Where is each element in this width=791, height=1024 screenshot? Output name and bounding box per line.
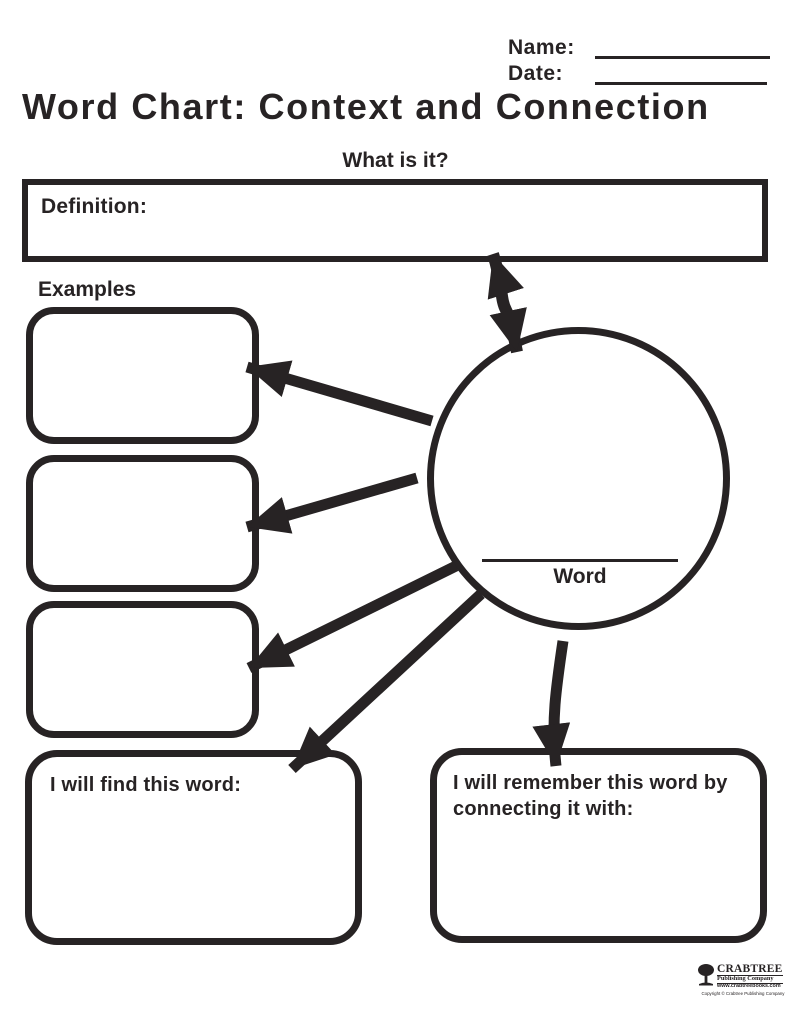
page-title: Word Chart: Context and Connection — [22, 86, 710, 127]
date-fill-line[interactable] — [595, 82, 767, 85]
word-fill-line[interactable] — [482, 559, 678, 562]
definition-box[interactable]: Definition: — [22, 179, 768, 262]
name-fill-line[interactable] — [595, 56, 770, 59]
publisher-name: CRABTREE — [717, 963, 783, 975]
example-box-2[interactable] — [26, 455, 259, 592]
publisher-subtitle: Publishing Company — [717, 975, 783, 983]
tree-icon — [698, 964, 714, 986]
name-label: Name: — [508, 36, 575, 59]
find-box[interactable]: I will find this word: — [25, 750, 362, 945]
arrow-definition-word — [487, 252, 527, 354]
word-label: Word — [553, 565, 607, 588]
remember-box-label: I will remember this word by connecting … — [453, 772, 728, 820]
remember-box[interactable]: I will remember this word by connecting … — [430, 748, 767, 943]
examples-label: Examples — [38, 278, 137, 301]
word-circle[interactable] — [427, 327, 730, 630]
arrow-word-example-3 — [246, 561, 459, 673]
copyright-line: Copyright © Crabtree Publishing Company — [701, 991, 785, 997]
arrow-word-example-1 — [245, 360, 434, 427]
publisher-logo: CRABTREE Publishing Company www.crabtree… — [697, 963, 789, 996]
arrow-word-example-2 — [245, 472, 419, 534]
find-box-label: I will find this word: — [50, 774, 242, 796]
example-box-1[interactable] — [26, 307, 259, 444]
publisher-website: www.crabtreebooks.com — [717, 982, 783, 989]
definition-label: Definition: — [41, 195, 148, 218]
arrow-word-find-box — [288, 589, 485, 774]
date-label: Date: — [508, 62, 564, 85]
what-is-it-heading: What is it? — [342, 149, 449, 172]
example-box-3[interactable] — [26, 601, 259, 738]
